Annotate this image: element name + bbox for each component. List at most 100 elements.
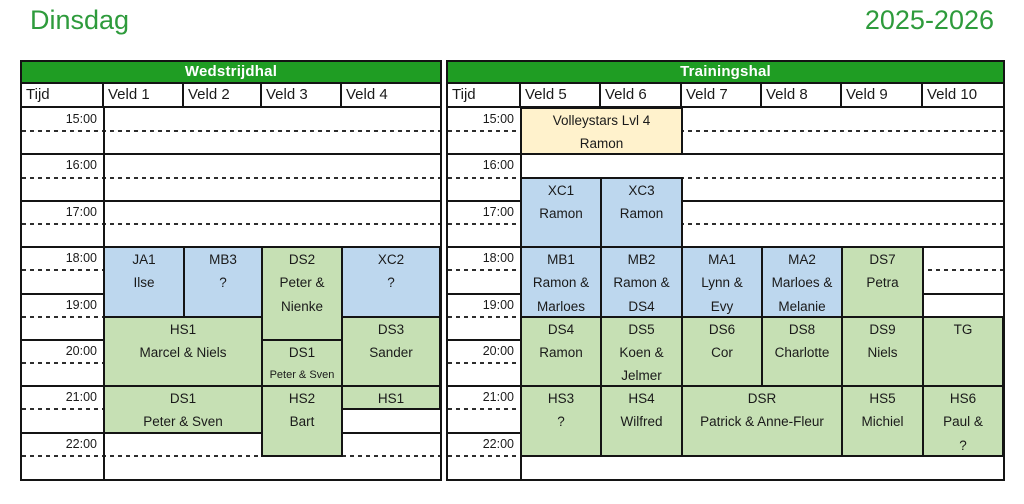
- block-team-code: JA1: [132, 252, 156, 268]
- block-trainer: Ramon &: [613, 275, 670, 291]
- block-team-code: HS1: [169, 321, 197, 337]
- time-label: 21:00: [448, 387, 519, 409]
- block-team-code: DS8: [788, 321, 816, 337]
- half-hour-gridline: [448, 176, 1003, 179]
- block-trainer: Paul &: [943, 414, 983, 430]
- half-hour-gridline: [22, 176, 440, 179]
- half-hour-gridline: [448, 222, 1003, 225]
- time-label: 17:00: [448, 201, 519, 223]
- block-trainer: Marcel & Niels: [139, 344, 227, 360]
- block-team-code: DSR: [747, 391, 777, 407]
- block-team-code: HS2: [288, 391, 316, 407]
- block-team-code: Volleystars Lvl 4: [552, 113, 651, 128]
- column-header-veld-8: Veld 8: [762, 84, 842, 106]
- block-trainer: ?: [557, 414, 565, 430]
- block-trainer: Ilse: [133, 275, 155, 291]
- block-tg: TG: [922, 315, 1004, 388]
- column-header-tijd: Tijd: [22, 84, 104, 106]
- block-team-code: MB3: [209, 252, 237, 268]
- column-header-veld-4: Veld 4: [346, 86, 388, 103]
- time-label: 16:00: [22, 155, 102, 177]
- block-team-code: XC1: [547, 182, 575, 198]
- half-hour-gridline: [22, 130, 440, 133]
- block-trainer: ?: [219, 275, 227, 291]
- block-trainer: Ramon: [579, 136, 624, 152]
- block-team-code: DS9: [869, 321, 896, 337]
- block-mb3: MB3?: [183, 246, 263, 318]
- block-team-code: DS6: [708, 321, 736, 337]
- block-trainer: Marloes: [536, 298, 585, 314]
- time-label: 17:00: [22, 201, 102, 223]
- hall-header: Trainingshal: [448, 62, 1003, 84]
- block-team-code: DS2: [288, 252, 316, 268]
- time-label: 16:00: [448, 155, 519, 177]
- block-trainer: Marloes &: [771, 275, 833, 291]
- block-trainer: Patrick & Anne-Fleur: [700, 414, 824, 430]
- column-header-veld-10: Veld 10: [927, 86, 978, 103]
- block-team-code: MB1: [547, 252, 575, 268]
- block-team-code: DS1: [169, 391, 197, 407]
- block-team-code: MB2: [627, 252, 656, 268]
- block-trainer: Cor: [711, 344, 733, 360]
- block-trainer: Petra: [866, 275, 899, 291]
- block-team-code: DS4: [547, 321, 575, 337]
- column-header-veld-1: Veld 1: [104, 84, 184, 106]
- block-team-code: DS5: [628, 321, 655, 337]
- block-team-code: HS3: [547, 391, 575, 407]
- column-header-veld-9: Veld 9: [842, 84, 923, 106]
- block-trainer: DS4: [628, 298, 655, 314]
- block-trainer: Michiel: [861, 414, 904, 430]
- half-hour-gridline: [22, 454, 440, 457]
- block-team-code: DS3: [377, 321, 405, 337]
- block-team-code: DS7: [869, 252, 896, 268]
- column-header-tijd: Tijd: [448, 84, 521, 106]
- column-header-veld-7: Veld 7: [682, 84, 762, 106]
- half-hour-gridline: [448, 130, 1003, 133]
- block-trainer: Evy: [710, 298, 734, 314]
- block-trainer: Koen &: [619, 344, 664, 360]
- time-label: 20:00: [22, 340, 102, 363]
- block-team-code: XC2: [377, 252, 405, 268]
- block-trainer: Charlotte: [774, 344, 830, 360]
- block-trainer: Niels: [867, 344, 898, 360]
- block-trainer: Ramon: [539, 344, 583, 360]
- block-team-code: MA1: [708, 252, 736, 268]
- time-label: 22:00: [22, 433, 102, 455]
- time-label: 21:00: [22, 387, 102, 409]
- time-label: 18:00: [22, 248, 102, 270]
- block-team-code: XC3: [628, 182, 655, 198]
- block-trainer: ?: [387, 275, 395, 291]
- hour-gridline: [22, 153, 440, 156]
- half-hour-gridline: [22, 222, 440, 225]
- block-team-code: HS5: [869, 391, 896, 407]
- block-trainer: Lynn &: [701, 275, 743, 291]
- block-team-code: MA2: [788, 252, 816, 268]
- column-header-veld-2: Veld 2: [184, 84, 262, 106]
- block-trainer: ?: [959, 437, 967, 453]
